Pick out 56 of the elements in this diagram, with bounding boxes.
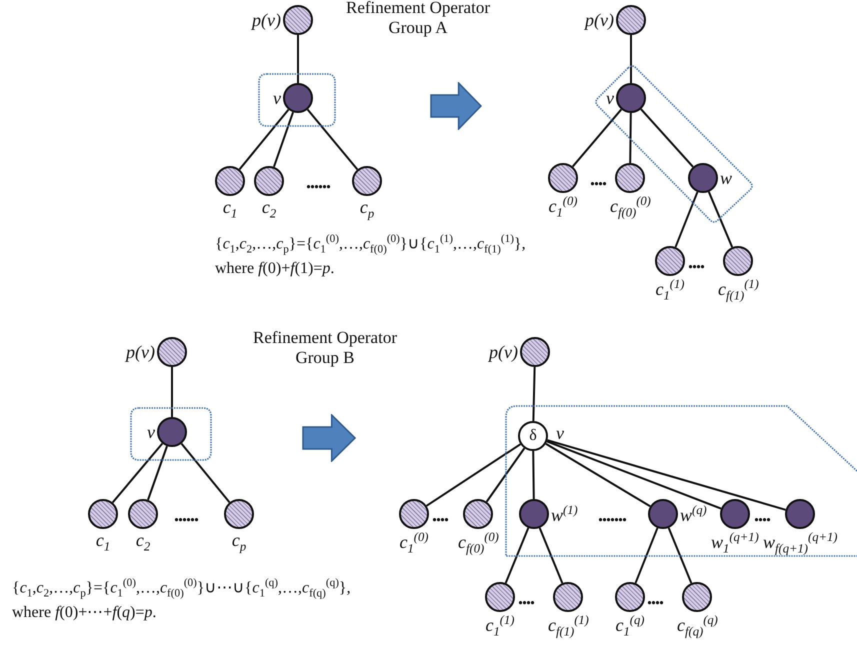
ellipsis-dots: .... (590, 169, 606, 189)
connector-line (546, 440, 722, 510)
connector-line (572, 108, 622, 168)
connector-line (171, 367, 173, 417)
node-label: w$^{(1)}$ (551, 504, 578, 524)
connector-line (504, 528, 530, 584)
connector-line (273, 112, 294, 168)
connector-line (297, 35, 299, 83)
ellipsis-dots: ...... (174, 505, 198, 525)
node-label: w (720, 169, 732, 187)
formula-text: {c$_{1}$,c$_{2}$,…,c$_{p}$}={c$_{1}$$^{(0)}$,…,c$_{f(0)}$$^{(0)}$}∪⋯∪{c$_{1}$$^{(q)}$,…,c$_{f(q)}$$^{(q)}$}, where f(0)+⋯+f(q)=p. (12, 576, 352, 623)
node-label: p(v) (126, 343, 155, 361)
connector-line (538, 528, 564, 584)
connector-line (112, 442, 164, 504)
node-label: v (273, 89, 281, 107)
connector-line (545, 442, 651, 508)
connector-line (668, 528, 692, 584)
ellipsis-dots: .... (432, 505, 448, 525)
ellipsis-dots: .... (754, 505, 770, 525)
node-label: w$^{(q)}$ (680, 504, 707, 524)
connector-line (630, 35, 632, 83)
connector-line (306, 108, 358, 170)
node-label: c$_{2}$ (136, 531, 150, 554)
node-label: v (147, 423, 155, 441)
node-circle: δ (518, 421, 548, 451)
connector-line (486, 448, 526, 502)
connector-line (547, 439, 786, 511)
formula-text: {c$_{1}$,c$_{2}$,…,c$_{p}$}={c$_{1}$$^{(0)}$,…,c$_{f(0)}$$^{(0)}$}∪{c$_{1}$$^{(1)}$,…,c$_{f(1)}$$^{(1)}$}, where f(0)+f(1)=p. (215, 232, 527, 279)
connector-line (640, 108, 694, 168)
node-label: p(v) (489, 343, 518, 361)
connector-line (426, 443, 521, 507)
connector-line (238, 108, 290, 170)
node-label: v (556, 424, 564, 442)
connector-line (629, 112, 632, 164)
node-label: c$_{p}$ (232, 531, 246, 554)
connector-line (180, 442, 230, 504)
connector-line (532, 366, 536, 422)
connector-line (634, 528, 658, 584)
ellipsis-dots: .... (647, 588, 663, 608)
node-label: p(v) (585, 11, 614, 29)
ellipsis-dots: .... (688, 252, 704, 272)
section-title: Refinement Operator Group B (252, 328, 398, 369)
connector-line (708, 191, 734, 248)
ellipsis-dots: .... (518, 588, 534, 608)
node-label: c$_{2}$ (262, 198, 276, 220)
connector-line (147, 446, 168, 500)
ellipsis-dots: ....... (598, 505, 626, 525)
section-title: Refinement Operator Group A (345, 0, 491, 39)
node-label: c$_{p}$ (360, 198, 374, 220)
node-label: c$_{1}$ (222, 198, 238, 220)
connector-line (674, 192, 698, 248)
connector-line (532, 450, 535, 500)
node-label: v (606, 89, 614, 107)
node-label: c$_{1}$ (96, 531, 110, 554)
ellipsis-dots: ...... (306, 172, 330, 192)
node-label: p(v) (252, 11, 281, 29)
